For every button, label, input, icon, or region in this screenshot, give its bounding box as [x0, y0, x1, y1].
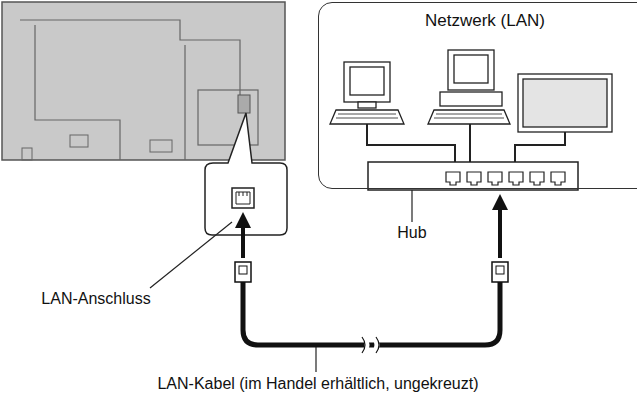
hub-label: Hub [395, 224, 428, 242]
port-label: LAN-Anschluss [39, 290, 152, 308]
leader-line [150, 222, 232, 288]
leader-line [411, 190, 412, 222]
cable-label: LAN-Kabel (im Handel erhältlich, ungekre… [155, 375, 480, 393]
network-wire [367, 124, 565, 162]
network-box: Netzwerk (LAN) [318, 2, 637, 189]
display [518, 74, 612, 132]
computer [330, 62, 404, 124]
computer [428, 50, 510, 124]
port-callout [205, 113, 287, 235]
hub [368, 162, 578, 190]
leader-line [315, 346, 316, 372]
lan-cable [235, 202, 508, 353]
network-title: Netzwerk (LAN) [319, 3, 637, 31]
